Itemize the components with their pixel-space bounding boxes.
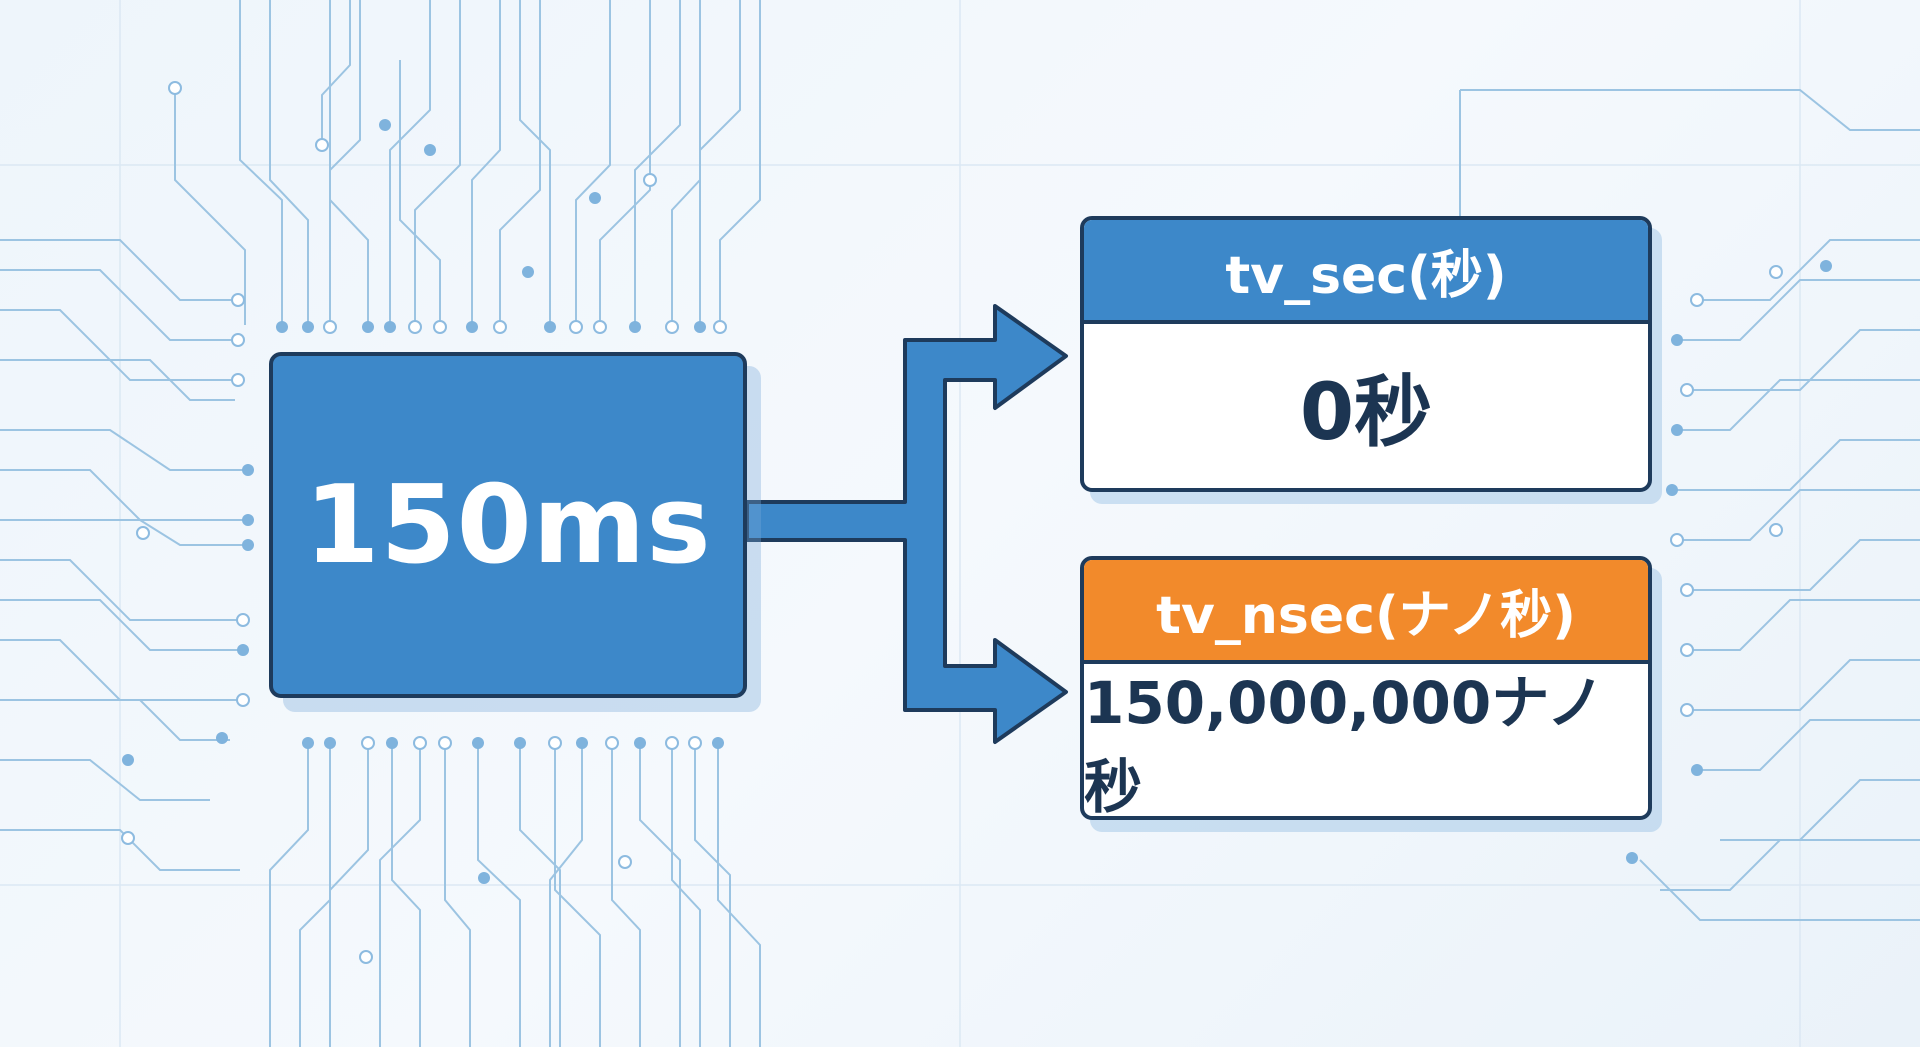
tv-sec-header: tv_sec(秒) [1084,220,1648,324]
tv-sec-value: 0秒 [1299,368,1433,458]
connector-trunk [745,304,1068,744]
tv-nsec-header: tv_nsec(ナノ秒) [1084,560,1648,664]
tv-nsec-card: tv_nsec(ナノ秒) 150,000,000ナノ秒 [1080,556,1652,820]
input-duration-box: 150ms [269,352,747,698]
circuit-pads [121,81,1832,964]
tv-nsec-value: 150,000,000ナノ秒 [1084,669,1605,820]
tv-sec-card: tv_sec(秒) 0秒 [1080,216,1652,492]
input-duration-value: 150ms [304,462,712,588]
